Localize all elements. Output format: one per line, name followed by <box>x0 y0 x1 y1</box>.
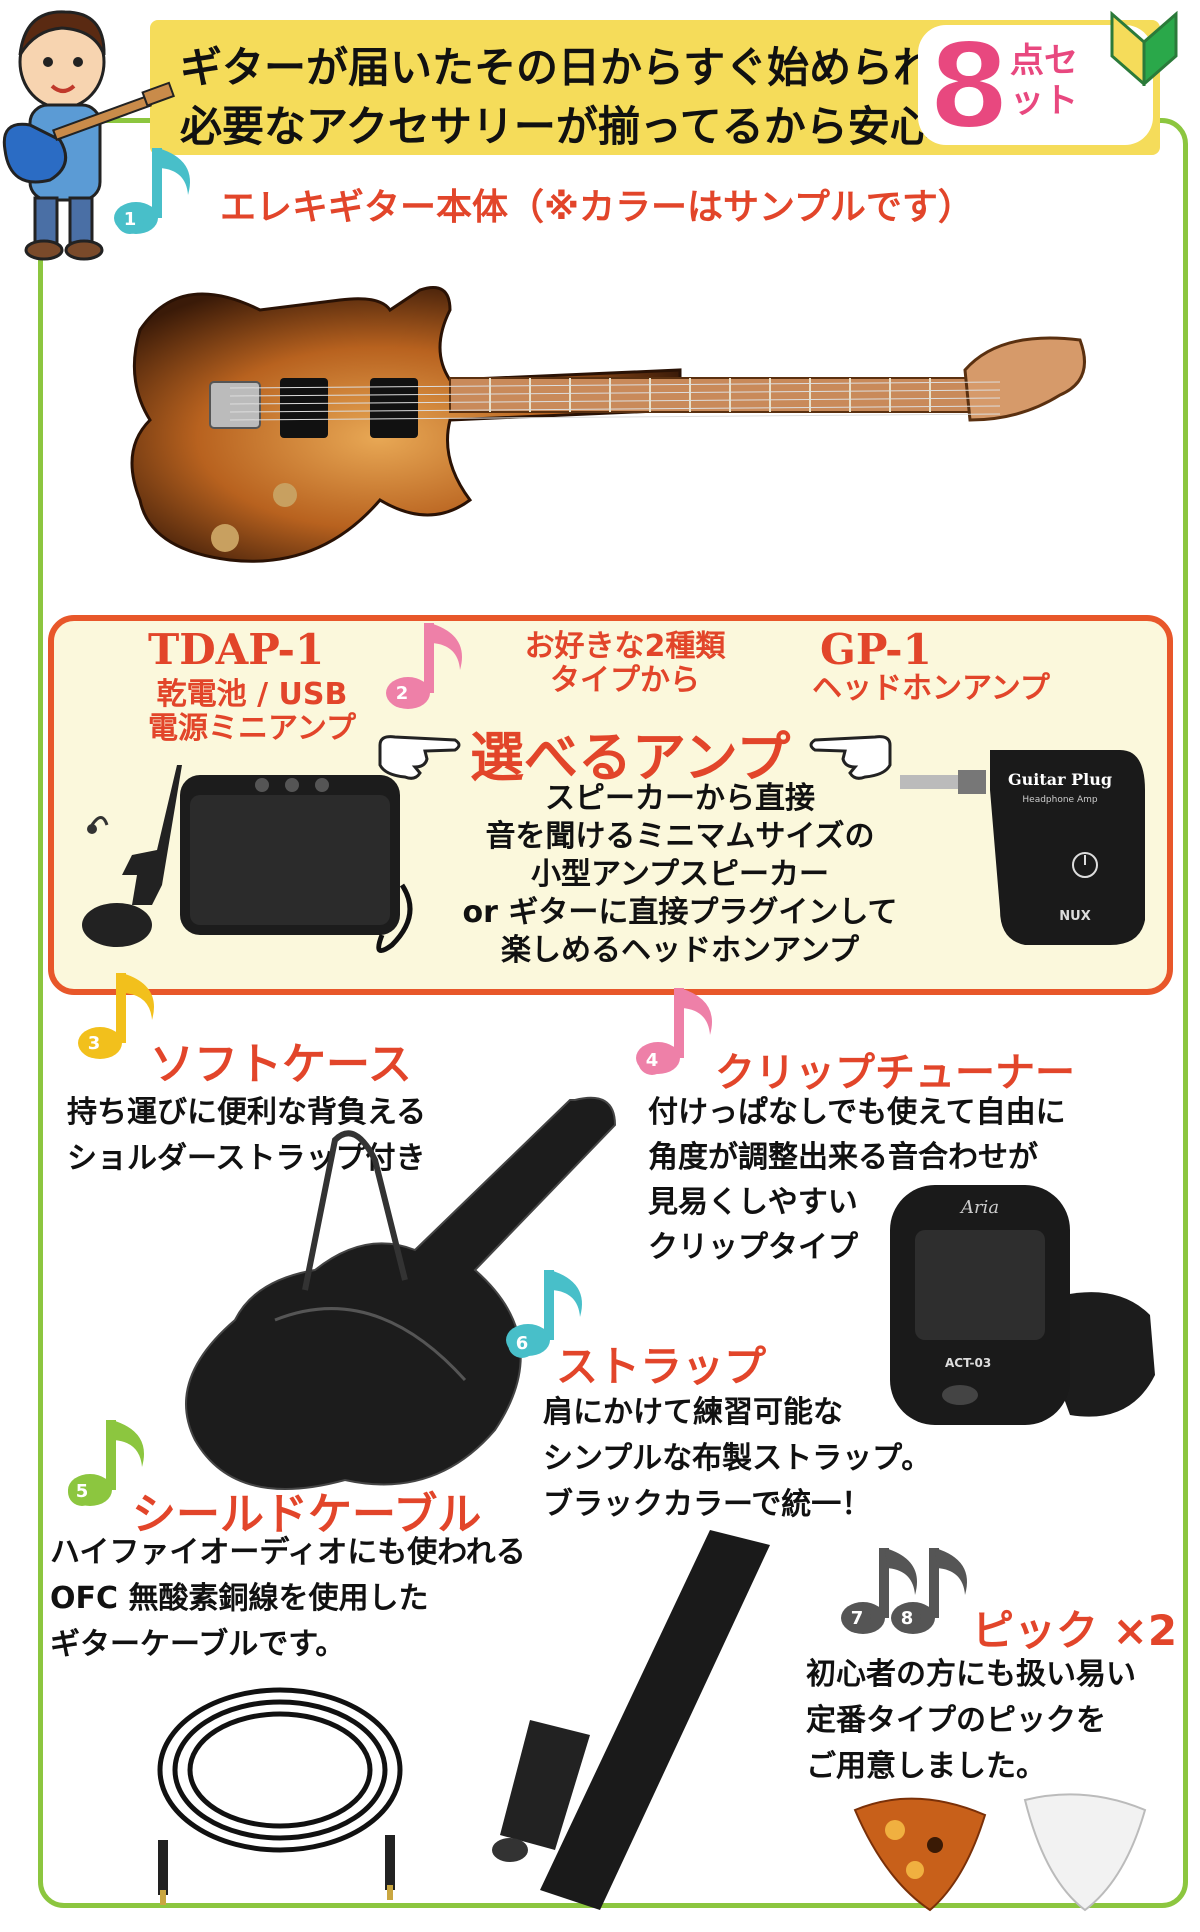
item-4-desc-line: クリップタイプ <box>648 1230 858 1265</box>
gp-1-description: ヘッドホンアンプ <box>812 671 1050 706</box>
item-5-title: シールドケーブル <box>132 1489 482 1540</box>
amp-desc-line: 小型アンプスピーカー <box>531 857 829 892</box>
item-number-2: 2 <box>388 680 416 708</box>
item-78-desc-line: 初心者の方にも扱い易い <box>806 1657 1136 1692</box>
item-5-description: ハイファイオーディオにも使われる OFC 無酸素銅線を使用した ギターケーブルで… <box>50 1530 526 1668</box>
item-78-desc-line: 定番タイプのピックを <box>806 1703 1106 1738</box>
amp-description: スピーカーから直接 音を聞けるミニマムサイズの 小型アンプスピーカー or ギタ… <box>400 780 960 970</box>
item-1-title: エレキギター本体（※カラーはサンプルです） <box>220 187 974 228</box>
mini-amp-image <box>82 765 413 954</box>
item-78-description: 初心者の方にも扱い易い 定番タイプのピックを ご用意しました。 <box>806 1652 1136 1790</box>
amp-choice-caption-text: お好きな2種類 タイプから <box>524 629 726 698</box>
item-6-desc-line: ブラックカラーで統一！ <box>543 1487 872 1522</box>
item-6-desc-line: シンプルな布製ストラップ。 <box>543 1441 932 1476</box>
headphone-amp-image: Guitar Plug Headphone Amp NUX <box>900 750 1145 945</box>
plug-logo-label: NUX <box>1059 909 1090 924</box>
picks-image <box>853 1793 1147 1912</box>
item-78-desc-line: ご用意しました。 <box>806 1749 1046 1784</box>
soft-case-image <box>185 1096 617 1490</box>
strap-image <box>492 1530 770 1910</box>
item-3-title: ソフトケース <box>150 1039 412 1090</box>
amp-selection-title: 選べるアンプ <box>470 726 791 789</box>
item-6-desc-line: 肩にかけて練習可能な <box>543 1395 843 1430</box>
boy-guitarist-illustration <box>2 10 175 261</box>
electric-guitar-image <box>130 286 1086 563</box>
item-4-title: クリップチューナー <box>715 1050 1075 1096</box>
tuner-brand-label: Aria <box>959 1197 999 1218</box>
item-5-desc-line: ギターケーブルです。 <box>50 1627 346 1662</box>
pointing-hand-left-icon <box>809 735 892 780</box>
amp-desc-line: スピーカーから直接 <box>545 781 815 816</box>
banner-line-2: 必要なアクセサリーが揃ってるから安心の <box>180 102 974 151</box>
item-number-6: 6 <box>508 1330 536 1358</box>
tdap-1-desc-text: 乾電池 / USB 電源ミニアンプ <box>148 677 356 746</box>
item-4-desc-line: 付けっぱなしでも使えて自由に <box>648 1095 1066 1130</box>
set-count-suffix: 点セット <box>1010 41 1078 121</box>
item-4-desc-line: 角度が調整出来る音合わせが <box>648 1140 1038 1175</box>
item-number-7: 7 <box>843 1605 871 1633</box>
amp-choice-caption: お好きな2種類 タイプから <box>495 630 755 698</box>
item-3-desc-line: 持ち運びに便利な背負える <box>67 1095 427 1130</box>
item-78-title: ピック ×2 <box>972 1606 1178 1655</box>
item-4-desc-line: 見易くしやすい <box>648 1185 858 1220</box>
clip-tuner-image: Aria ACT-03 <box>890 1185 1155 1425</box>
tuner-model-label: ACT-03 <box>945 1356 991 1370</box>
tdap-1-description: 乾電池 / USB 電源ミニアンプ <box>132 678 372 746</box>
item-5-desc-line: ハイファイオーディオにも使われる <box>50 1535 526 1570</box>
tdap-1-model: TDAP-1 <box>148 625 325 674</box>
banner-line-1: ギターが届いたその日からすぐ始められる <box>180 43 978 92</box>
beginner-mark-icon <box>1110 10 1178 86</box>
shield-cable-image <box>157 1687 403 1905</box>
item-5-desc-line: OFC 無酸素銅線を使用した <box>50 1581 429 1616</box>
item-4-description: 付けっぱなしでも使えて自由に 角度が調整出来る音合わせが 見易くしやすい クリッ… <box>648 1090 1066 1270</box>
amp-desc-line: 楽しめるヘッドホンアンプ <box>501 933 859 968</box>
gp-1-model: GP-1 <box>820 625 932 674</box>
pointing-hand-right-icon <box>378 735 461 780</box>
item-number-3: 3 <box>80 1030 108 1058</box>
set-count-number: 8 <box>926 16 1011 157</box>
item-6-title: ストラップ <box>556 1342 767 1391</box>
item-number-8: 8 <box>893 1605 921 1633</box>
item-number-5: 5 <box>68 1478 96 1506</box>
plug-brand-label: Guitar Plug <box>1008 770 1112 789</box>
item-number-1: 1 <box>116 206 144 234</box>
amp-desc-line: 音を聞けるミニマムサイズの <box>485 819 875 854</box>
item-number-4: 4 <box>638 1047 666 1075</box>
plug-sub-label: Headphone Amp <box>1022 795 1097 805</box>
amp-desc-line: or ギターに直接プラグインして <box>462 895 898 930</box>
item-6-description: 肩にかけて練習可能な シンプルな布製ストラップ。 ブラックカラーで統一！ <box>543 1390 931 1528</box>
